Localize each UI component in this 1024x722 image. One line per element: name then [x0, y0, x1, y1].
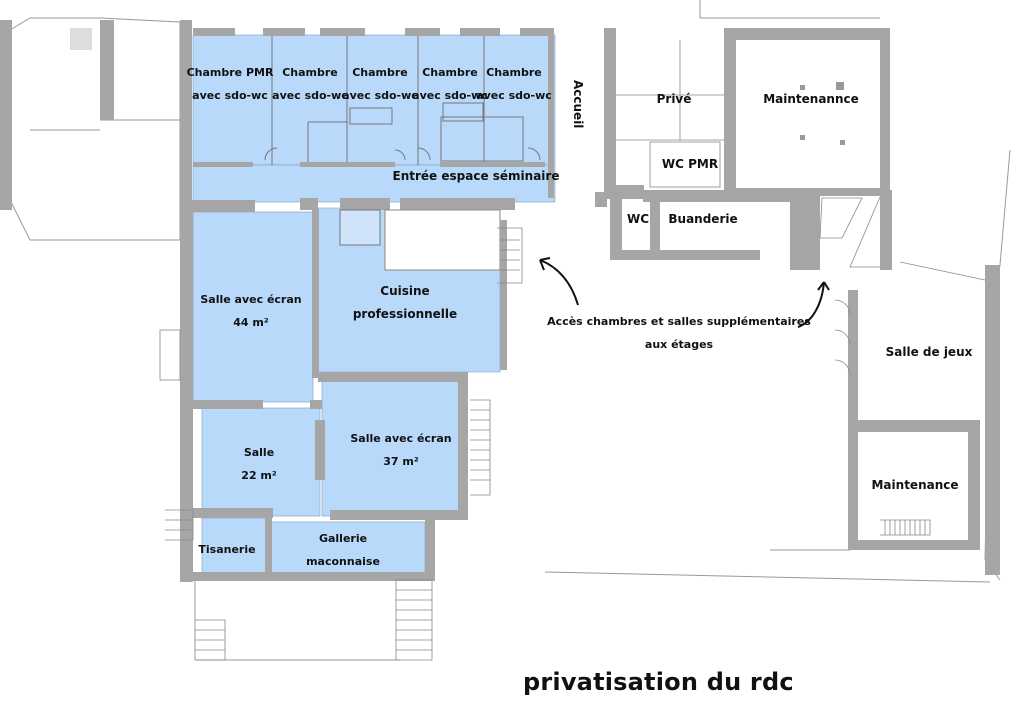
room-label-salle-jeux: Salle de jeux [885, 345, 973, 359]
room-label-salle-37: Salle avec écran 37 m² [350, 427, 451, 473]
label-line: Chambre [282, 66, 338, 79]
room-label-salle-22: Salle 22 m² [241, 441, 276, 487]
seminar-rooms [192, 34, 556, 577]
label-line: Chambre [352, 66, 408, 79]
room-label-maintenance-bottom: Maintenance [871, 478, 959, 492]
label-line: Chambre [486, 66, 542, 79]
access-annotation: Accès chambres et salles supplémentaires… [547, 310, 811, 356]
room-label-chambre-5: Chambre avec sdo-wc [476, 61, 552, 107]
room-label-maintenance-top: Maintenannce [763, 92, 859, 106]
label-line: avec sdo-wc [272, 89, 348, 102]
annotation-line: Accès chambres et salles supplémentaires [547, 315, 811, 328]
label-line: 22 m² [241, 469, 277, 482]
label-line: Salle avec écran [350, 432, 452, 445]
annotation-line: aux étages [644, 338, 714, 351]
label-line: avec sdo-wc [412, 89, 488, 102]
label-line: avec sdo-wc [192, 89, 268, 102]
room-label-cuisine: Cuisine professionnelle [353, 280, 457, 326]
room-label-accueil: Accueil [571, 80, 585, 129]
label-line: Chambre [422, 66, 478, 79]
label-line: Cuisine [380, 284, 430, 298]
room-label-wc: WC [626, 212, 650, 226]
label-line: Gallerie [318, 532, 368, 545]
plan-title: privatisation du rdc [523, 668, 794, 696]
room-label-entree: Entrée espace séminaire [392, 169, 560, 183]
room-label-salle-44: Salle avec écran 44 m² [200, 288, 301, 334]
label-line: Salle avec écran [200, 293, 302, 306]
label-line: avec sdo-wc [476, 89, 552, 102]
room-label-chambre-4: Chambre avec sdo-wc [412, 61, 488, 107]
label-line: avec sdo-wc [342, 89, 418, 102]
room-label-tisanerie: Tisanerie [198, 543, 256, 556]
room-label-buanderie: Buanderie [668, 212, 738, 226]
label-line: Chambre PMR [186, 66, 274, 79]
label-line: professionnelle [352, 307, 458, 321]
room-label-chambre-3: Chambre avec sdo-wc [342, 61, 418, 107]
label-line: Salle [243, 446, 275, 459]
room-label-chambre-pmr: Chambre PMR avec sdo-wc [187, 61, 274, 107]
room-label-gallerie: Gallerie maconnaise [306, 527, 380, 573]
room-label-chambre-2: Chambre avec sdo-wc [272, 61, 348, 107]
room-label-wc-pmr: WC PMR [661, 157, 719, 171]
label-line: maconnaise [306, 555, 380, 568]
label-line: 37 m² [383, 455, 419, 468]
access-arrows [539, 257, 830, 328]
label-line: 44 m² [233, 316, 269, 329]
room-label-prive: Privé [656, 92, 692, 106]
